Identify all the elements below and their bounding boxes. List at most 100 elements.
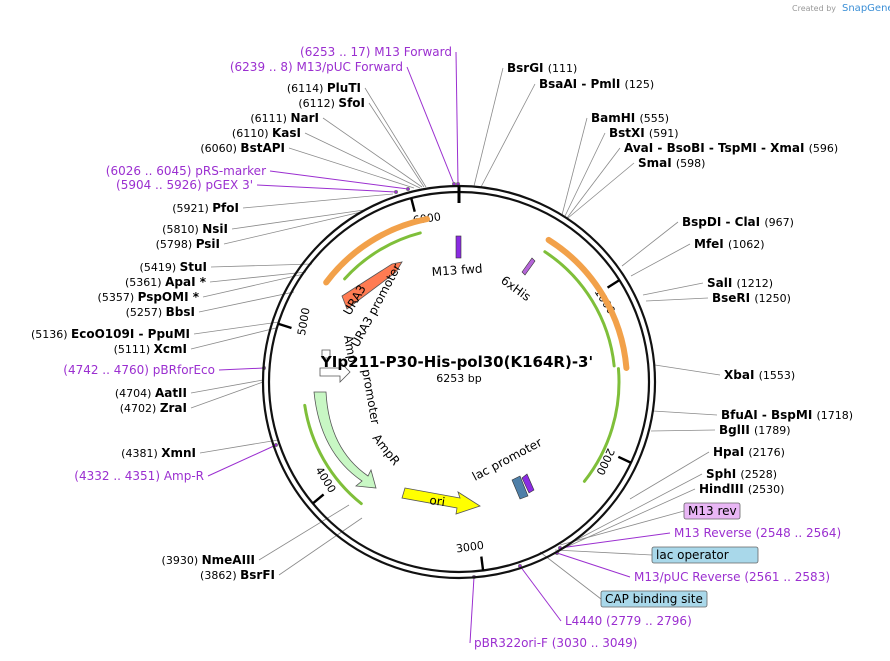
site-label-BfuAI[interactable]: BfuAI - BspMI (1718)	[721, 408, 853, 422]
site-label-HindIII[interactable]: HindIII (2530)	[699, 482, 784, 496]
site-label-M13pUC-Forward[interactable]: (6239 .. 8) M13/pUC Forward	[230, 60, 403, 74]
site-label-XcmI[interactable]: (5111) XcmI	[114, 342, 187, 356]
site-label-pRS-marker[interactable]: (6026 .. 6045) pRS-marker	[106, 164, 266, 178]
site-label-BbsI[interactable]: (5257) BbsI	[126, 305, 195, 319]
site-label-SalI[interactable]: SalI (1212)	[707, 276, 773, 290]
site-label-text-BspDI: BspDI - ClaI (967)	[682, 215, 794, 229]
scale-tick-6000	[410, 197, 416, 212]
site-label-PfoI[interactable]: (5921) PfoI	[172, 201, 239, 215]
site-position: (3930)	[162, 554, 202, 567]
site-label-text-BfuAI: BfuAI - BspMI (1718)	[721, 408, 853, 422]
site-label-StuI[interactable]: (5419) StuI	[140, 260, 207, 274]
site-name: M13 Forward	[374, 45, 452, 59]
site-name: Amp-R	[164, 469, 204, 483]
feature-AmpR-arrow[interactable]	[313, 391, 377, 489]
feature-arc-green-lower-right[interactable]	[582, 367, 621, 483]
site-label-text-PfoI: (5921) PfoI	[172, 201, 239, 215]
site-label-AvaI[interactable]: AvaI - BsoBI - TspMI - XmaI (596)	[624, 141, 838, 155]
site-label-KasI[interactable]: (6110) KasI	[232, 126, 301, 140]
site-label-text-XmnI: (4381) XmnI	[121, 446, 196, 460]
site-label-SmaI[interactable]: SmaI (598)	[638, 156, 705, 170]
feature-URA3-arrow[interactable]	[341, 261, 403, 310]
feature-lac-region-primer[interactable]	[521, 473, 535, 494]
site-label-XmnI[interactable]: (4381) XmnI	[121, 446, 196, 460]
site-label-L4440[interactable]: L4440 (2779 .. 2796)	[565, 614, 692, 628]
feature-ori-arrow[interactable]	[401, 487, 481, 515]
site-label-M13-Reverse[interactable]: M13 Reverse (2548 .. 2564)	[674, 526, 841, 540]
site-label-PsiI[interactable]: (5798) PsiI	[156, 237, 220, 251]
site-label-BamHI[interactable]: BamHI (555)	[591, 111, 669, 125]
site-position: (4704)	[115, 387, 155, 400]
leader-MfeI	[630, 243, 691, 277]
scale-tick-5000	[277, 322, 292, 330]
site-label-pBRforEco[interactable]: (4742 .. 4760) pBRforEco	[63, 363, 215, 377]
site-label-BspDI[interactable]: BspDI - ClaI (967)	[682, 215, 794, 229]
feature-6xHis-marker[interactable]	[521, 257, 536, 276]
site-label-SfoI[interactable]: (6112) SfoI	[298, 96, 365, 110]
leader-pRS-marker	[269, 170, 409, 190]
site-label-NsiI[interactable]: (5810) NsiI	[162, 222, 228, 236]
leader-pGEX3	[256, 184, 397, 193]
site-label-EcoO109I[interactable]: (5136) EcoO109I - PpuMI	[31, 327, 190, 341]
feature-arc-orange-right[interactable]	[545, 236, 630, 371]
site-label-BseRI[interactable]: BseRI (1250)	[712, 291, 791, 305]
feature-ura3-promoter-arrow[interactable]	[321, 349, 331, 359]
boxed-label-CAP[interactable]: CAP binding site	[600, 590, 708, 608]
site-label-ZraI[interactable]: (4702) ZraI	[120, 401, 187, 415]
site-label-BstXI[interactable]: BstXI (591)	[609, 126, 679, 140]
site-label-BsrFI[interactable]: (3862) BsrFI	[200, 568, 275, 582]
site-position: (5798)	[156, 238, 196, 251]
leader-BstAPI	[288, 147, 415, 189]
site-name: SfoI	[338, 96, 365, 110]
boxed-label-M13-rev-text: M13 rev	[688, 504, 737, 518]
site-label-BsrGI[interactable]: BsrGI (111)	[507, 61, 577, 75]
site-label-PspOMI[interactable]: (5357) PspOMI *	[98, 290, 200, 304]
site-name: BbsI	[166, 305, 195, 319]
site-label-AatII[interactable]: (4704) AatII	[115, 386, 187, 400]
feature-amp-promoter-arrow[interactable]	[319, 361, 351, 383]
site-label-HpaI[interactable]: HpaI (2176)	[713, 445, 785, 459]
site-label-BglII[interactable]: BglII (1789)	[719, 423, 791, 437]
site-label-PluTI[interactable]: (6114) PluTI	[287, 81, 361, 95]
site-position: (111)	[548, 62, 578, 75]
feature-arc-green-right[interactable]	[543, 250, 616, 368]
feature-arc-green-lower-left[interactable]	[303, 403, 363, 506]
site-label-text-PluTI: (6114) PluTI	[287, 81, 361, 95]
site-label-Amp-R[interactable]: (4332 .. 4351) Amp-R	[74, 469, 204, 483]
site-name: BstXI	[609, 126, 649, 140]
site-position: (3862)	[200, 569, 240, 582]
feature-arc-orange-left[interactable]	[323, 216, 431, 286]
site-name: BglII	[719, 423, 754, 437]
site-name: XcmI	[154, 342, 187, 356]
site-label-pGEX3[interactable]: (5904 .. 5926) pGEX 3'	[116, 178, 253, 192]
leader-BspDI	[621, 221, 679, 267]
site-label-M13-Forward[interactable]: (6253 .. 17) M13 Forward	[300, 45, 452, 59]
site-label-text-KasI: (6110) KasI	[232, 126, 301, 140]
feature-M13-fwd-marker[interactable]	[455, 235, 462, 259]
site-label-ApaI[interactable]: (5361) ApaI *	[125, 275, 207, 289]
boxed-label-M13-rev[interactable]: M13 rev	[683, 502, 741, 520]
site-label-text-EcoO109I: (5136) EcoO109I - PpuMI	[31, 327, 190, 341]
site-label-MfeI[interactable]: MfeI (1062)	[694, 237, 765, 251]
site-label-BsaAI[interactable]: BsaAI - PmlI (125)	[539, 77, 654, 91]
site-label-BstAPI[interactable]: (6060) BstAPI	[200, 141, 285, 155]
site-name: ZraI	[160, 401, 187, 415]
boxed-label-lac-operator[interactable]: lac operator	[651, 546, 759, 564]
site-label-pBR322ori-F[interactable]: pBR322ori-F (3030 .. 3049)	[474, 636, 637, 650]
site-label-NarI[interactable]: (6111) NarI	[250, 111, 319, 125]
site-label-text-ApaI: (5361) ApaI *	[125, 275, 207, 289]
leader-XmnI	[199, 439, 279, 454]
boxed-label-CAP-text: CAP binding site	[605, 592, 703, 606]
feature-lac-region-markers[interactable]	[511, 475, 529, 500]
feature-arcs	[303, 216, 630, 515]
site-label-SphI[interactable]: SphI (2528)	[706, 467, 777, 481]
scale-tick-label-5000: 5000	[295, 307, 313, 337]
site-label-M13pUC-Reverse[interactable]: M13/pUC Reverse (2561 .. 2583)	[634, 570, 830, 584]
site-label-NmeAIII[interactable]: (3930) NmeAIII	[162, 553, 255, 567]
site-label-XbaI[interactable]: XbaI (1553)	[724, 368, 795, 382]
site-position: (4742 .. 4760)	[63, 363, 153, 377]
feature-arc-green-left[interactable]	[343, 231, 422, 281]
leader-XcmI	[190, 327, 277, 350]
site-label-text-StuI: (5419) StuI	[140, 260, 207, 274]
